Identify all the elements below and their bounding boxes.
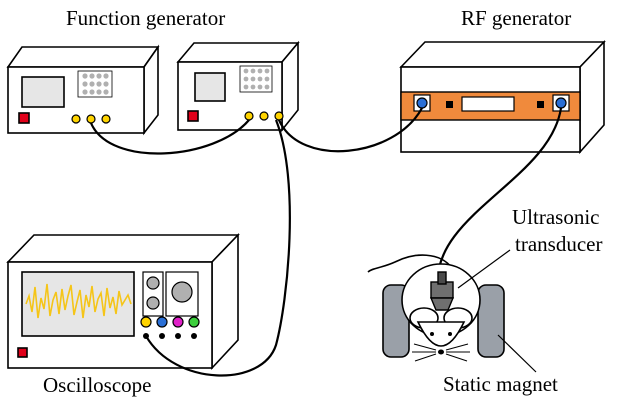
fg1-output-ports: [71, 114, 111, 124]
cable-rf-to-transducer: [436, 107, 563, 289]
cable-fg2-to-rf: [277, 107, 423, 153]
oscilloscope-screen: [21, 271, 135, 337]
oscilloscope: [6, 233, 240, 371]
leader-lines: [457, 249, 537, 373]
fg2-keypad: [243, 68, 270, 90]
fg1-keypad: [82, 73, 109, 95]
ultrasonic-transducer: [429, 271, 455, 311]
scope-knob-large: [171, 281, 193, 303]
fg1-screen: [21, 76, 65, 108]
fg2-screen: [194, 72, 226, 102]
rf-output-port: [555, 97, 567, 109]
scope-channel-inputs: [140, 316, 200, 328]
mouse-head: [416, 321, 466, 347]
rf-generator: [399, 40, 606, 155]
mouse-tail: [367, 254, 453, 273]
function-generator-1: [6, 44, 160, 136]
scope-power-button: [17, 347, 28, 358]
function-generator-label: Function generator: [66, 6, 226, 30]
static-magnet-label: Static magnet: [443, 372, 558, 396]
rf-generator-label: RF generator: [461, 6, 572, 30]
magnet-right-pole: [477, 284, 505, 358]
cable-fg2-to-scope: [145, 119, 291, 377]
cables: [89, 107, 563, 377]
fg1-power-button: [18, 112, 30, 124]
cable-fg1-to-fg2: [89, 119, 250, 155]
mouse-whiskers: [412, 343, 470, 362]
transducer-label: transducer: [515, 232, 603, 256]
fg2-power-button: [187, 110, 199, 122]
fg2-output-ports: [244, 111, 284, 121]
function-generator-2: [176, 40, 300, 133]
rf-input-port: [416, 97, 428, 109]
scope-knob-small-2: [146, 296, 160, 310]
waveform-trace: [25, 283, 132, 319]
ultrasonic-label: Ultrasonic: [512, 205, 600, 229]
scope-knob-small-1: [146, 276, 160, 290]
oscilloscope-label: Oscilloscope: [43, 373, 152, 397]
rf-display: [461, 96, 515, 112]
